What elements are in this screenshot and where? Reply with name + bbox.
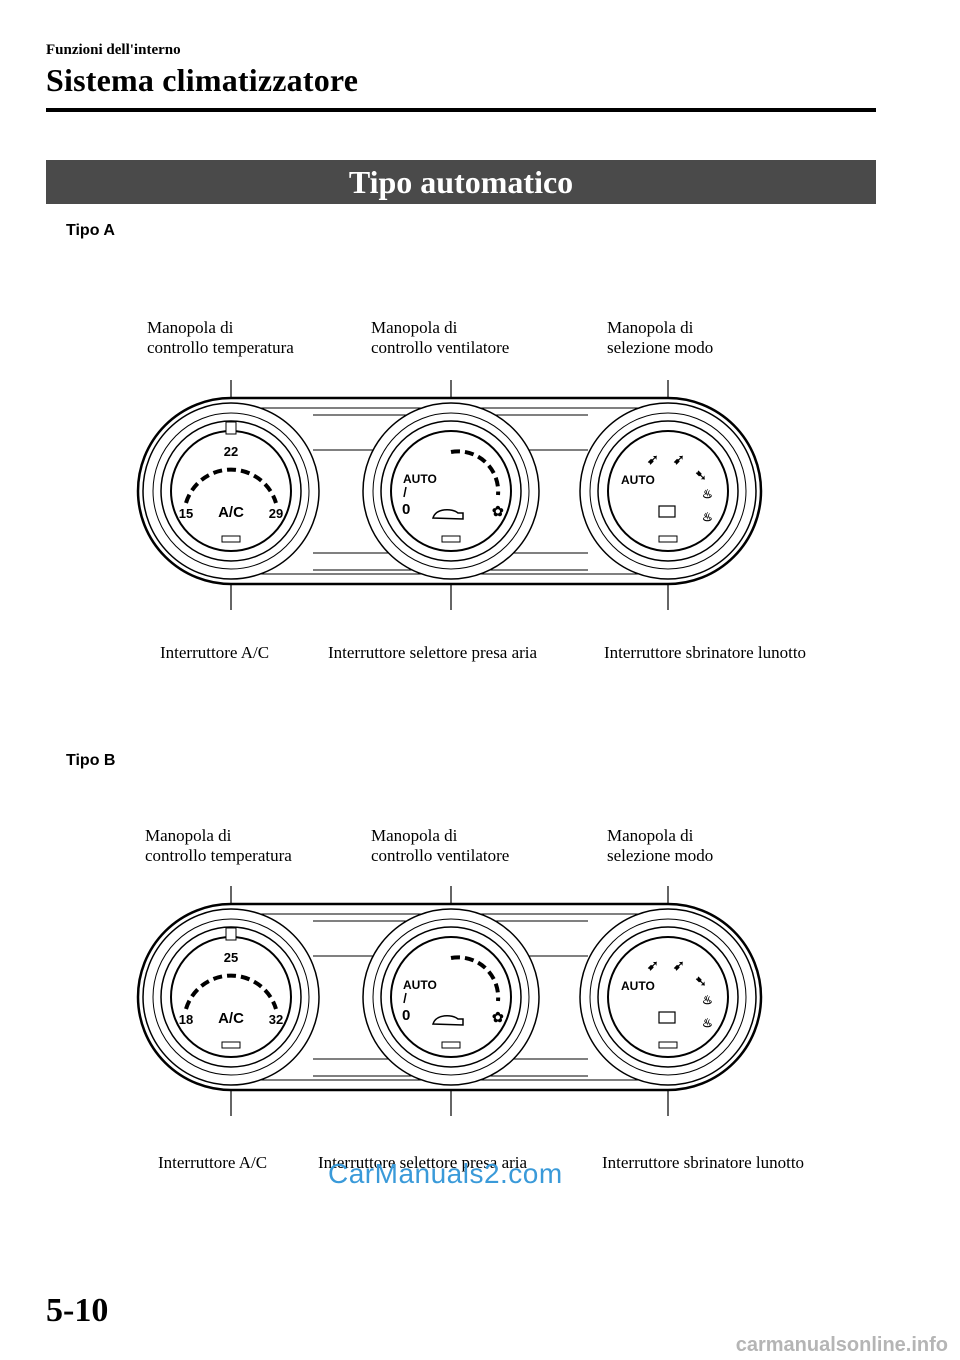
air-intake-switch[interactable] (441, 1041, 461, 1049)
air-intake-switch[interactable] (441, 535, 461, 543)
climate-panel-b: 25 18 32 A/C AUTO 0 ✿ AUTO ➹ ➹ ➷ ♨ ♨ (136, 886, 763, 1116)
mode-auto-text: AUTO (621, 979, 655, 993)
floor-defrost-icon: ♨ (702, 993, 713, 1007)
fan-off-text: 0 (402, 501, 410, 518)
page-title: Sistema climatizzatore (46, 62, 359, 98)
fan-icon: ✿ (492, 1009, 504, 1025)
fan-icon: ✿ (492, 503, 504, 519)
floor-vent-icon: ➷ (695, 973, 707, 989)
section-banner: Tipo automatico (46, 160, 876, 204)
ac-text: A/C (218, 1010, 244, 1027)
bilevel-vent-icon: ➹ (673, 451, 685, 467)
type-a-label: Tipo A (66, 222, 115, 239)
face-vent-icon: ➹ (647, 957, 659, 973)
air-intake-label-a: Interruttore selettore presa aria (328, 643, 538, 662)
temp-max-value: 29 (269, 506, 283, 521)
ac-switch-label-a: Interruttore A/C (160, 643, 270, 662)
temp-min-value: 18 (179, 1012, 193, 1027)
rear-defrost-icon (658, 505, 676, 518)
temp-min-value: 15 (179, 506, 193, 521)
page-number: 5-10 (46, 1292, 109, 1329)
air-intake-label-b: Interruttore selettore presa aria (318, 1153, 528, 1172)
rear-defrost-icon (658, 1011, 676, 1024)
recirculation-icon (432, 508, 464, 520)
recirculation-icon (432, 1014, 464, 1026)
temp-mid-value: 25 (224, 950, 238, 965)
climate-panel-a: 22 15 29 A/C AUTO 0 ✿ AUTO ➹ ➹ ➷ ♨ ♨ (136, 380, 763, 610)
footer-watermark: carmanualsonline.info (735, 1334, 948, 1356)
windshield-defrost-icon: ♨ (702, 1016, 713, 1030)
title-rule (46, 108, 876, 112)
ac-switch[interactable] (221, 535, 241, 543)
ac-switch[interactable] (221, 1041, 241, 1049)
floor-vent-icon: ➷ (695, 467, 707, 483)
floor-defrost-icon: ♨ (702, 487, 713, 501)
fan-off-text: 0 (402, 1007, 410, 1024)
windshield-defrost-icon: ♨ (702, 510, 713, 524)
chapter-heading: Funzioni dell'interno (46, 42, 181, 58)
temp-max-value: 32 (269, 1012, 283, 1027)
rear-defroster-label-a: Interruttore sbrinatore lunotto (604, 643, 807, 662)
face-vent-icon: ➹ (647, 451, 659, 467)
fan-auto-text: AUTO (403, 472, 437, 486)
mode-auto-text: AUTO (621, 473, 655, 487)
ac-text: A/C (218, 504, 244, 521)
rear-defroster-switch[interactable] (658, 1041, 678, 1049)
ac-switch-label-b: Interruttore A/C (158, 1153, 268, 1172)
rear-defroster-label-b: Interruttore sbrinatore lunotto (602, 1153, 805, 1172)
rear-defroster-switch[interactable] (658, 535, 678, 543)
bilevel-vent-icon: ➹ (673, 957, 685, 973)
fan-auto-text: AUTO (403, 978, 437, 992)
site-watermark: CarManuals2.com (328, 1158, 563, 1189)
type-b-label: Tipo B (66, 752, 116, 769)
temp-mid-value: 22 (224, 444, 238, 459)
